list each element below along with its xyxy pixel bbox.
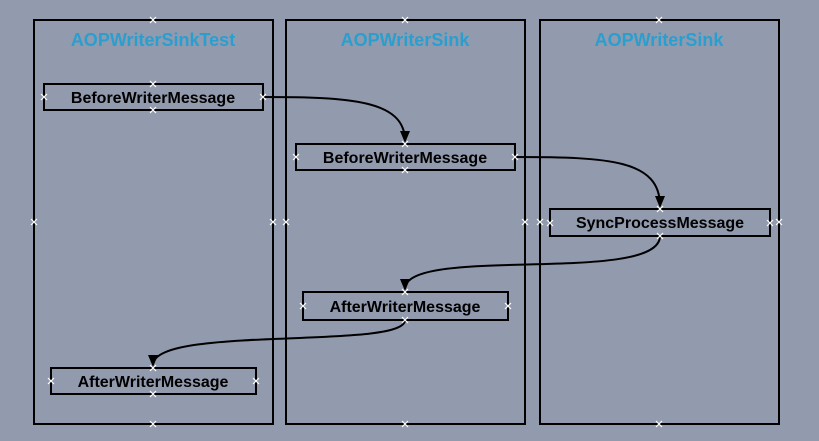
lane-2-box-before-writer-message[interactable]: BeforeWriterMessage [295, 143, 516, 171]
handle-marker [252, 377, 260, 385]
handle-marker [149, 364, 157, 372]
handle-marker [149, 420, 157, 428]
lane-2-title: AOPWriterSink [341, 30, 471, 50]
handle-marker [775, 218, 783, 226]
handle-marker [546, 219, 554, 227]
connectors [148, 96, 665, 367]
lane-3-box-sync-process-message[interactable]: SyncProcessMessage [549, 208, 771, 237]
connector-sync-process-to-after-2 [400, 235, 661, 291]
handle-marker [149, 16, 157, 24]
handle-marker [149, 80, 157, 88]
lane-3-title: AOPWriterSink [595, 30, 725, 50]
handle-marker [149, 390, 157, 398]
handle-marker [504, 302, 512, 310]
lane-2-box-after-writer-message-label: AfterWriterMessage [330, 299, 481, 316]
handle-marker [656, 205, 664, 213]
connector-before-2-to-sync-process [514, 156, 665, 208]
lane-1-box-before-writer-message-label: BeforeWriterMessage [71, 90, 235, 107]
handle-marker [269, 218, 277, 226]
handle-marker [655, 16, 663, 24]
handle-marker [149, 106, 157, 114]
handle-marker [30, 218, 38, 226]
selection-handles [30, 16, 783, 428]
handle-marker [766, 219, 774, 227]
handle-marker [521, 218, 529, 226]
handle-marker [47, 377, 55, 385]
handle-marker [511, 153, 519, 161]
handle-marker [299, 302, 307, 310]
connector-before-1-to-before-2 [262, 96, 410, 143]
connector-after-2-to-after-1 [148, 319, 406, 367]
handle-marker [401, 288, 409, 296]
handle-marker [401, 140, 409, 148]
handle-marker [259, 93, 267, 101]
handle-marker [656, 232, 664, 240]
lane-2[interactable]: AOPWriterSink BeforeWriterMessage AfterW… [285, 19, 526, 425]
handle-marker [401, 420, 409, 428]
handle-marker [401, 316, 409, 324]
handle-marker [282, 218, 290, 226]
lane-1-box-before-writer-message[interactable]: BeforeWriterMessage [43, 83, 264, 111]
lane-1-title: AOPWriterSinkTest [71, 30, 235, 50]
lane-2-box-before-writer-message-label: BeforeWriterMessage [323, 150, 487, 167]
handle-marker [536, 218, 544, 226]
lane-1-box-after-writer-message-label: AfterWriterMessage [78, 374, 229, 391]
lane-3-box-sync-process-message-label: SyncProcessMessage [576, 215, 744, 232]
lane-3[interactable]: AOPWriterSink SyncProcessMessage [539, 19, 780, 425]
handle-marker [655, 420, 663, 428]
handle-marker [401, 166, 409, 174]
lane-2-box-after-writer-message[interactable]: AfterWriterMessage [302, 291, 509, 321]
lane-2-frame [285, 19, 526, 425]
handle-marker [40, 93, 48, 101]
handle-marker [401, 16, 409, 24]
lane-1-box-after-writer-message[interactable]: AfterWriterMessage [50, 367, 257, 395]
handle-marker [292, 153, 300, 161]
